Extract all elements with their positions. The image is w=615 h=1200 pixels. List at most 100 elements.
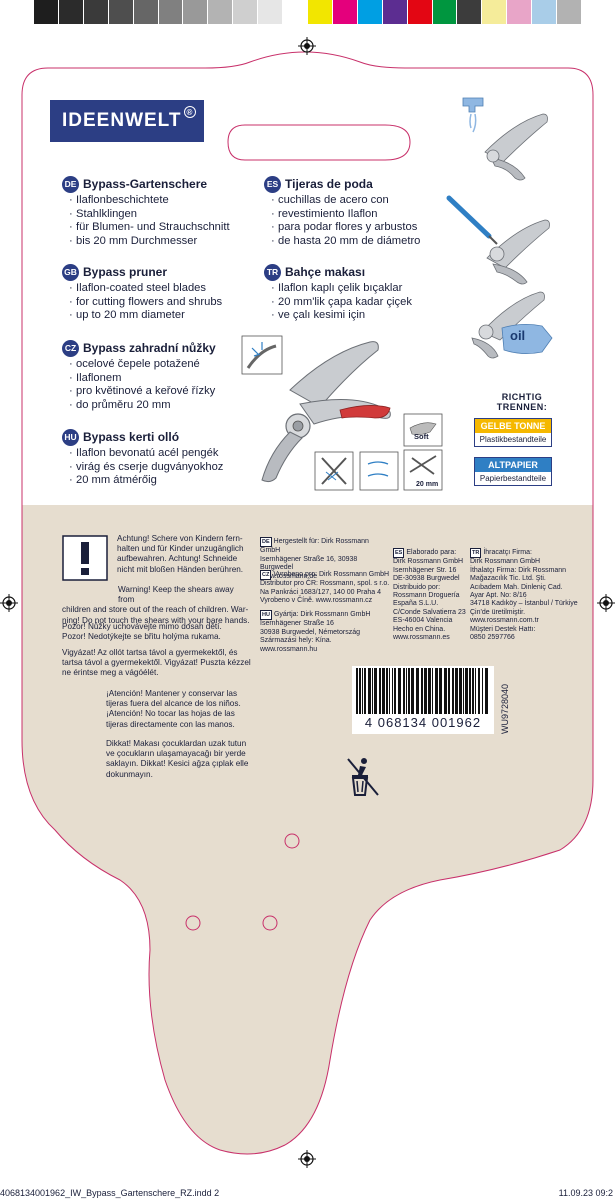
warning-de: Achtung! Schere von Kindern fern- halten…: [117, 534, 244, 574]
manufacturer-text: Hergestellt für: Dirk Rossmann GmbH Iser…: [260, 538, 369, 580]
lang-code: HU: [260, 610, 272, 621]
manufacturer-text: İhracatçı Firma: Dirk Rossmann GmbH İtha…: [470, 549, 578, 642]
manufacturer-text: Gyártja: Dirk Rossmann GmbH Isernhägener…: [260, 611, 371, 653]
feature-line: Ilaflonem: [69, 372, 242, 386]
barcode-bar: [368, 668, 371, 714]
barcode-bar: [372, 668, 373, 714]
color-swatch: [133, 0, 159, 24]
manufacturer-text: Elaborado para: Dirk Rossmann GmbH Isern…: [393, 549, 466, 642]
lang-title: Bypass-Gartenschere: [83, 176, 208, 191]
barcode-bar: [432, 668, 433, 714]
barcode-bar: [448, 668, 450, 714]
lang-title: Tijeras de poda: [285, 176, 373, 191]
warning-icon: [62, 535, 108, 581]
color-swatch: [432, 0, 458, 24]
barcode-bar: [386, 668, 388, 714]
barcode-bar: [356, 668, 358, 714]
oil-label: oil: [510, 328, 526, 343]
bin-name: ALTPAPIER: [475, 458, 551, 472]
bin-content: Papierbestandteile: [479, 474, 547, 483]
color-swatch: [457, 0, 483, 24]
bin-name: GELBE TONNE: [475, 419, 551, 433]
lang-title: Bypass kerti olló: [83, 429, 180, 444]
lang-code: DE: [260, 537, 272, 548]
lang-title: Bahçe makası: [285, 264, 366, 279]
warning-tr: Dikkat! Makası çocuklardan uzak tutun ve…: [106, 739, 249, 779]
size-label: 20 mm: [416, 481, 439, 488]
color-swatch: [208, 0, 234, 24]
barcode-bar: [439, 668, 442, 714]
barcode: [352, 666, 494, 734]
registration-mark-icon: [597, 594, 615, 612]
lang-title: Bypass zahradní nůžky: [83, 340, 216, 355]
barcode-bar: [435, 668, 438, 714]
feature-line: revestimiento Ilaflon: [271, 208, 464, 222]
color-swatch: [357, 0, 383, 24]
barcode-bar: [364, 668, 366, 714]
feature-line: Ilaflon bevonatú acél pengék: [69, 447, 252, 461]
lang-badge: ES: [264, 176, 281, 193]
barcode-bar: [463, 668, 464, 714]
barcode-bar: [416, 668, 419, 714]
warning-cz: Pozor! Nůžky uchovávejte mimo dosah dětí…: [62, 622, 222, 642]
color-swatch: [108, 0, 134, 24]
barcode-bar: [389, 668, 390, 714]
barcode-bar: [465, 668, 468, 714]
barcode-bar: [424, 668, 427, 714]
feature-line: Ilaflonbeschichtete: [69, 194, 262, 208]
color-swatch: [233, 0, 259, 24]
cleaning-step-icon: [462, 97, 548, 181]
barcode-bar: [455, 668, 458, 714]
barcode-bar: [444, 668, 447, 714]
feature-line: Ilaflon kaplı çelik bıçaklar: [271, 282, 464, 296]
barcode-bars: [356, 668, 488, 714]
article-number: WU9728040: [500, 683, 510, 734]
feature-line: for cutting flowers and shrubs: [69, 296, 262, 310]
barcode-bar: [482, 668, 483, 714]
soft-label: Soft: [414, 432, 429, 441]
barcode-bar: [382, 668, 385, 714]
barcode-bar: [459, 668, 462, 714]
barcode-bar: [406, 668, 407, 714]
lang-badge: TR: [264, 264, 281, 281]
lang-code: CZ: [260, 570, 272, 581]
barcode-bar: [394, 668, 396, 714]
barcode-bar: [359, 668, 361, 714]
lang-badge: HU: [62, 429, 79, 446]
feature-line: pro květinové a keřové řízky: [69, 385, 242, 399]
feature-line: bis 20 mm Durchmesser: [69, 235, 262, 249]
barcode-bar: [392, 668, 393, 714]
color-swatch: [34, 0, 59, 24]
oiling-step-icon: [471, 291, 553, 359]
warning-hu: Vigyázat! Az ollót tartsa távol a gyerme…: [62, 648, 251, 678]
registration-mark-icon: [298, 1150, 316, 1168]
feature-line: Ilaflon-coated steel blades: [69, 282, 262, 296]
lang-block-hu: HU Bypass kerti olló Ilaflon bevonatú acé…: [62, 429, 252, 488]
registration-mark-icon: [0, 594, 18, 612]
feature-line: ocelové čepele potažené: [69, 358, 242, 372]
color-swatch: [158, 0, 184, 24]
color-swatch: [407, 0, 433, 24]
barcode-bar: [469, 668, 471, 714]
lang-block-tr: TR Bahçe makası Ilaflon kaplı çelik bıçak…: [264, 264, 464, 323]
barcode-bar: [478, 668, 480, 714]
barcode-bar: [362, 668, 363, 714]
barcode-bar: [428, 668, 431, 714]
color-swatch: [532, 0, 558, 24]
pruner-illustration: [241, 335, 443, 491]
feature-line: für Blumen- und Strauchschnitt: [69, 221, 262, 235]
color-swatch: [507, 0, 533, 24]
print-date: 11.09.23 09:2: [558, 1188, 613, 1198]
barcode-bar: [421, 668, 423, 714]
color-swatch: [183, 0, 209, 24]
feature-line: virág és cserje dugványokhoz: [69, 461, 252, 475]
color-swatch: [482, 0, 508, 24]
